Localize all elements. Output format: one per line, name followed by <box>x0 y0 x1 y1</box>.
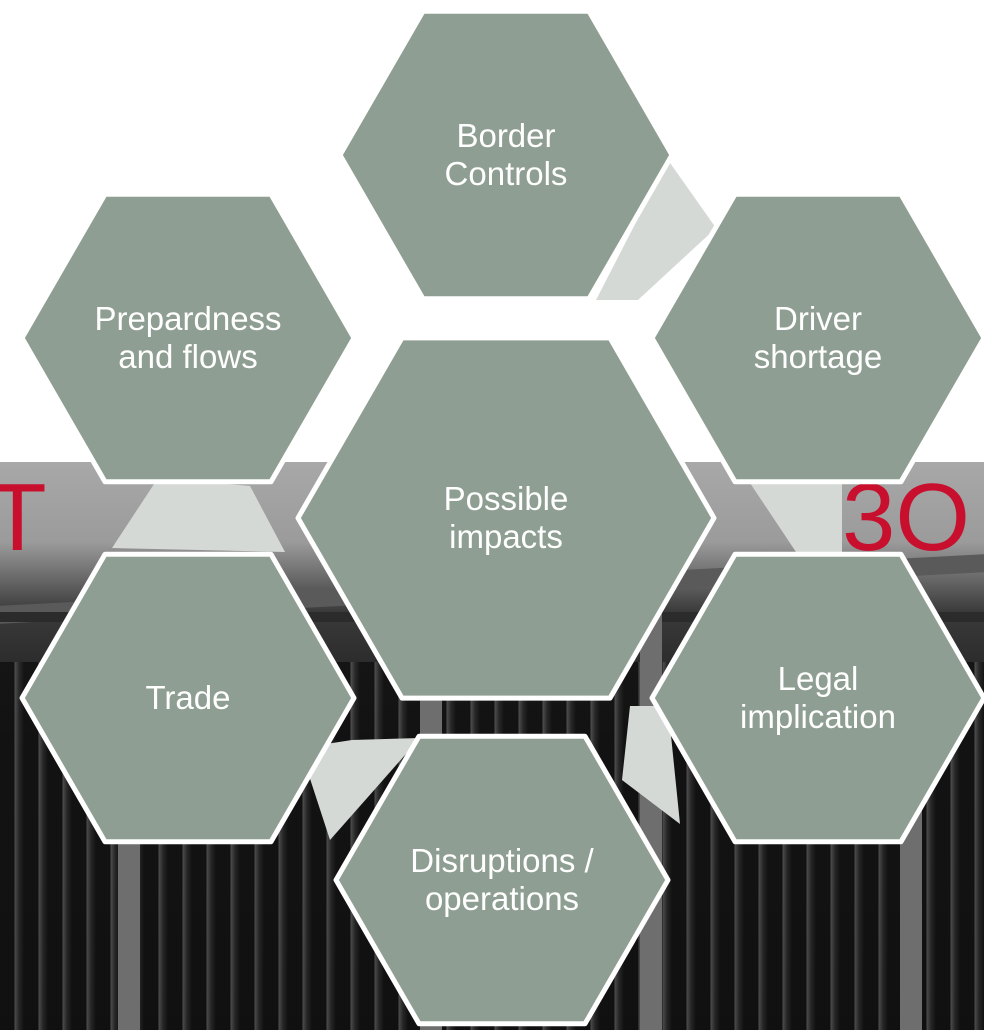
hexagon-label-legal-implication: Legal implication <box>740 660 896 735</box>
hexagon-legal-implication <box>649 551 984 845</box>
connector-shape <box>596 160 716 300</box>
hexagon-border-controls <box>337 8 675 302</box>
hexagon-label-border-controls: Border Controls <box>444 117 568 192</box>
hexagon-prepardness-and-flows <box>19 191 357 485</box>
hexagon-label-possible-impacts: Possible impacts <box>443 480 569 555</box>
hexagon-label-prepardness-and-flows: Prepardness and flows <box>94 300 282 375</box>
connector-shape <box>622 706 680 824</box>
hexagon-possible-impacts <box>295 335 717 701</box>
hexagon-disruptions-operations <box>333 733 671 1027</box>
hexagon-group <box>19 8 984 1027</box>
hexagon-trade <box>19 551 357 845</box>
sign-letters-right: 3O <box>842 464 971 571</box>
hexagon-label-driver-shortage: Driver shortage <box>753 300 883 375</box>
hexagon-label-trade: Trade <box>145 679 231 717</box>
connector-shape <box>300 738 420 840</box>
connector-group <box>112 160 842 840</box>
sign-letter-left: T <box>0 464 47 571</box>
hexagon-label-disruptions-operations: Disruptions / operations <box>410 842 594 917</box>
hexagon-driver-shortage <box>649 191 984 485</box>
connector-shape <box>748 480 842 552</box>
connector-shape <box>112 478 285 552</box>
